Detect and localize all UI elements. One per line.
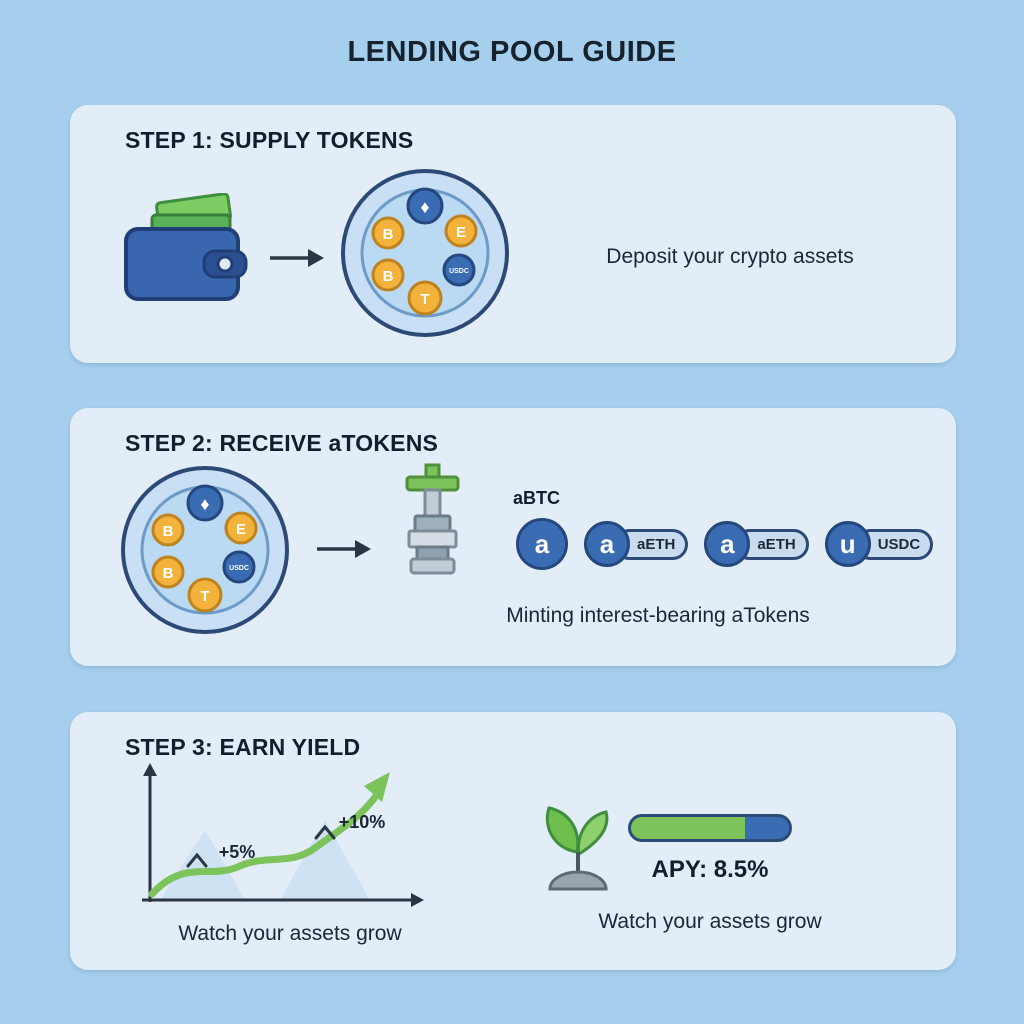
arrow-right-icon (317, 540, 371, 558)
step-3-caption: Watch your assets grow (598, 910, 822, 933)
svg-text:+10%: +10% (339, 812, 386, 832)
atoken-badge: a aETH (704, 521, 809, 567)
step-3-chart-caption: Watch your assets grow (178, 922, 402, 945)
minting-machine-icon (405, 463, 460, 575)
growth-chart: +5% +10% (142, 763, 424, 907)
atoken-badge: a (516, 518, 568, 570)
apy-progress-bar (628, 814, 792, 842)
step-1-panel: STEP 1: SUPPLY TOKENS ♦ B E B USDC T Dep… (70, 105, 956, 363)
svg-text:♦: ♦ (420, 197, 429, 217)
svg-text:T: T (420, 291, 429, 308)
svg-text:T: T (200, 588, 209, 605)
atoken-coin: a (704, 521, 751, 567)
svg-text:+5%: +5% (219, 842, 256, 862)
svg-text:USDC: USDC (229, 565, 249, 572)
abtc-label: aBTC (513, 488, 561, 508)
svg-text:E: E (236, 521, 246, 538)
atoken-row: a a aETH a aETH u USDC (516, 518, 934, 570)
step-2-caption: Minting interest-bearing aTokens (506, 604, 810, 627)
step-1-caption: Deposit your crypto assets (606, 245, 854, 268)
svg-text:USDC: USDC (449, 268, 469, 275)
step-1-heading: STEP 1: SUPPLY TOKENS (125, 127, 414, 153)
wallet-icon (124, 193, 248, 301)
page-title: LENDING POOL GUIDE (347, 36, 677, 68)
svg-text:E: E (456, 224, 466, 241)
token-pool-icon: ♦ B E B USDC T (341, 169, 509, 337)
svg-text:B: B (383, 226, 394, 243)
apy-progress-fill (631, 817, 745, 839)
token-pool-icon: ♦ B E B USDC T (121, 466, 289, 634)
atoken-coin: a (516, 518, 568, 570)
svg-text:B: B (163, 523, 174, 540)
svg-text:♦: ♦ (200, 494, 209, 514)
atoken-coin: u (824, 521, 871, 567)
step-2-panel: STEP 2: RECEIVE aTOKENS ♦ B E B USDC T a… (70, 408, 956, 666)
apy-value: APY: 8.5% (651, 856, 769, 883)
step-3-heading: STEP 3: EARN YIELD (125, 734, 361, 760)
atoken-coin: a (584, 521, 630, 567)
plant-icon (545, 806, 609, 891)
arrow-right-icon (270, 249, 324, 267)
step-2-heading: STEP 2: RECEIVE aTOKENS (125, 430, 439, 456)
svg-text:B: B (383, 268, 394, 285)
atoken-badge: u USDC (824, 521, 934, 567)
atoken-badge: a aETH (584, 521, 689, 567)
svg-text:B: B (163, 565, 174, 582)
step-3-panel: STEP 3: EARN YIELD +5% +10% Watch your a… (70, 712, 956, 970)
